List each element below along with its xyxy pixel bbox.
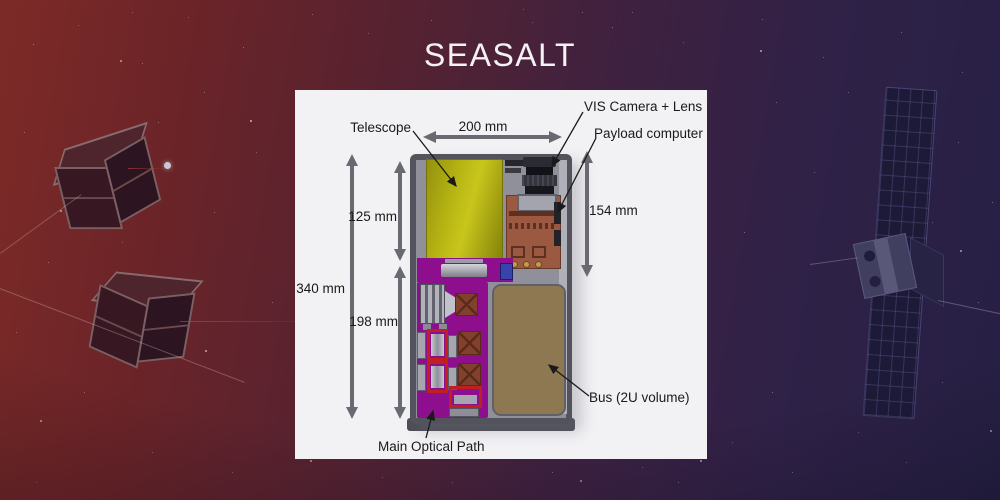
pcb-chip [511, 246, 525, 258]
internal-bracket [505, 168, 521, 173]
bus-label: Bus (2U volume) [589, 390, 690, 405]
filter-element [454, 395, 477, 404]
relay-lens-barrel [441, 264, 487, 277]
mount-foot [423, 324, 431, 330]
dimension-arrow-bench-height [394, 266, 406, 419]
antenna-tip-sphere [164, 162, 171, 169]
blue-connector [500, 263, 513, 280]
pcb-pad [523, 261, 530, 268]
solar-satellite-illustration [810, 86, 1000, 423]
satellite-body [852, 232, 918, 300]
arrow-shaft [585, 163, 589, 265]
pcb-edge-connector [554, 230, 561, 246]
dimension-width-label: 200 mm [458, 119, 508, 134]
arrowhead-right [549, 131, 562, 143]
filter-mount-frame [449, 386, 482, 408]
vis-camera-lens-barrel [526, 167, 553, 175]
cubesat-illustration-top-left [47, 121, 168, 245]
payload-computer-label: Payload computer [594, 126, 703, 141]
vis-camera-lens-barrel [525, 186, 554, 194]
bench-base-plate [449, 408, 479, 417]
fold-mirror-1 [455, 293, 478, 316]
lens-tab [417, 364, 426, 391]
arrowhead-down [581, 265, 593, 277]
dimension-total-height-label: 340 mm [296, 281, 345, 296]
fold-mirror-2 [458, 331, 481, 355]
arrowhead-up [346, 154, 358, 166]
starfield-bright [0, 0, 2, 2]
arrow-shaft [350, 166, 354, 407]
antenna-line-red [180, 321, 330, 322]
telescope-label: Telescope [350, 120, 411, 135]
pcb-chip [532, 246, 546, 258]
dimension-telescope-height-label: 125 mm [348, 209, 397, 224]
lens-element [431, 334, 444, 356]
arrowhead-up [394, 161, 406, 173]
dimension-bench-height-label: 198 mm [349, 314, 398, 329]
vis-camera-lens-barrel [523, 157, 556, 167]
antenna-line [810, 257, 858, 265]
lens-tab [448, 367, 457, 390]
fold-mirror-3 [458, 363, 481, 386]
cubesat-illustration-bottom-left [84, 264, 204, 375]
dimension-arrow-total-height [346, 154, 358, 419]
main-optical-path-label: Main Optical Path [378, 439, 485, 454]
pcb-pin-header [509, 223, 555, 229]
arrow-shaft [398, 173, 402, 249]
bus-volume [492, 284, 566, 416]
arrowhead-down [346, 407, 358, 419]
dimension-arrow-telescope-height [394, 161, 406, 261]
arrow-shaft [436, 135, 549, 139]
camera-mount [517, 194, 557, 212]
pcb-edge-connector [554, 202, 561, 224]
lens-mount-frame-1 [427, 329, 448, 361]
vis-camera-label: VIS Camera + Lens [584, 99, 703, 114]
lens-mount-frame-2 [427, 361, 448, 393]
antenna-line-red [128, 168, 166, 169]
antenna-line [937, 300, 1000, 316]
lens-tab [448, 335, 457, 358]
arrowhead-left [423, 131, 436, 143]
dimension-payload-height-label: 154 mm [589, 203, 638, 218]
arrowhead-down [394, 407, 406, 419]
mount-foot [439, 324, 447, 330]
internal-bracket [505, 160, 529, 166]
pcb-pad [535, 261, 542, 268]
vis-camera-lens-barrel [522, 175, 557, 186]
collimator-cone [445, 291, 457, 318]
pcb-connector-slot [509, 211, 555, 216]
lens-tab [417, 332, 426, 359]
arrowhead-up [581, 151, 593, 163]
arrow-shaft [398, 278, 402, 407]
diagram-panel: Telescope 200 mm VIS Camera + Lens Paylo… [295, 90, 707, 459]
telescope-cylinder [426, 159, 503, 261]
arrowhead-up [394, 266, 406, 278]
collimator-assembly [420, 284, 445, 324]
page-title: SEASALT [423, 37, 577, 73]
arrowhead-down [394, 249, 406, 261]
relay-lens-rail [445, 259, 483, 263]
lens-element [431, 366, 444, 388]
